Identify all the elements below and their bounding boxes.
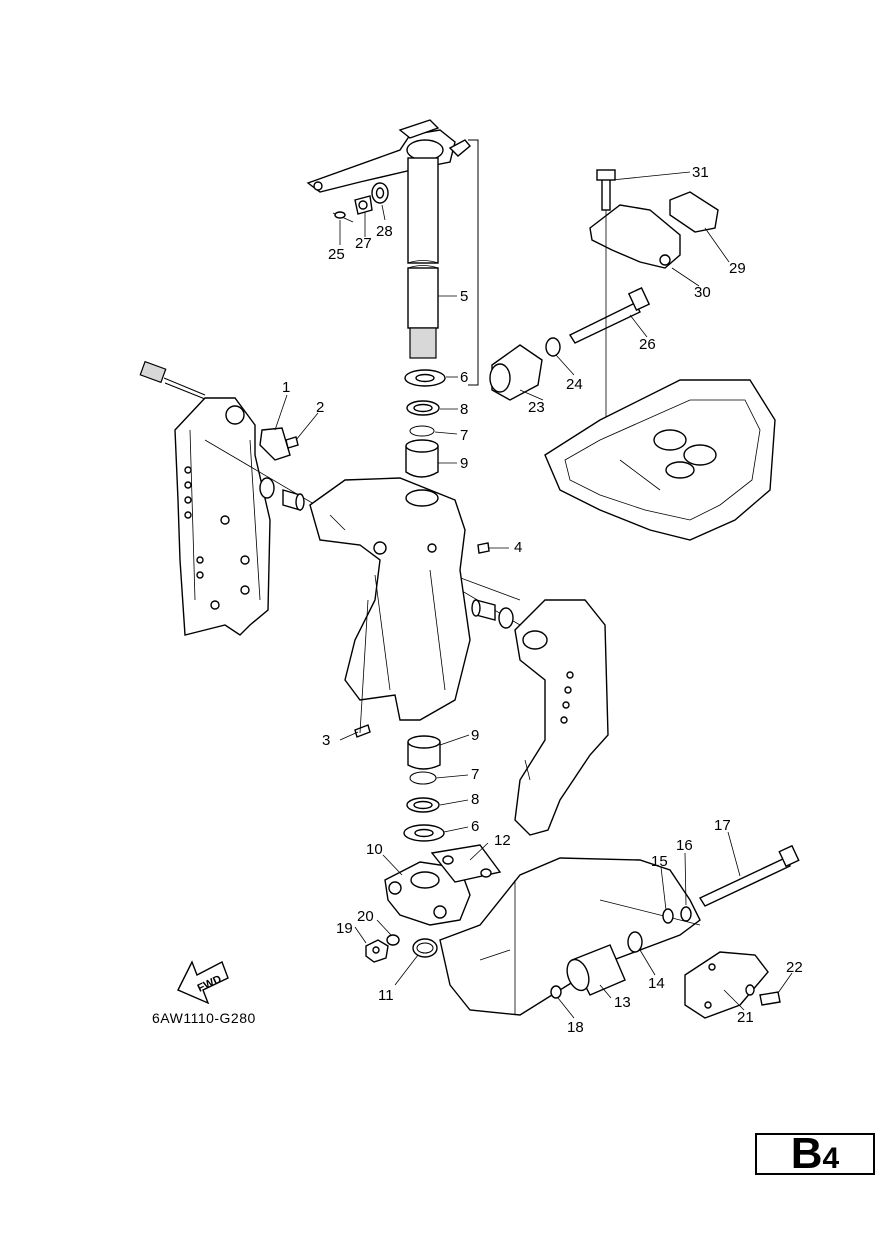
lower-mount-bracket <box>384 844 502 926</box>
nuts-lower-left <box>365 934 438 963</box>
callout-7b: 7 <box>471 766 479 783</box>
callout-2: 2 <box>316 399 324 416</box>
fwd-arrow: FWD <box>177 960 229 1005</box>
callout-11: 11 <box>378 987 394 1004</box>
callout-16: 16 <box>676 837 693 854</box>
callout-17: 17 <box>714 817 731 834</box>
figure-code: 6AW1110-G280 <box>152 1010 256 1026</box>
callout-5: 5 <box>460 288 468 305</box>
callout-26: 26 <box>639 336 656 353</box>
callout-23: 23 <box>528 399 545 416</box>
page-badge: B 4 <box>755 1129 875 1178</box>
callout-numbers: 1 2 3 4 5 6 7 8 9 6 7 8 9 10 11 12 13 14… <box>282 164 803 1036</box>
right-clamp-bracket <box>514 599 609 836</box>
bolt-17 <box>662 844 800 924</box>
leader-lines <box>274 171 793 1019</box>
trim-sensor-cable <box>139 360 291 461</box>
left-clamp-bracket <box>174 397 271 636</box>
callout-10: 10 <box>366 841 383 858</box>
page-badge-number: 4 <box>822 1142 840 1175</box>
callout-8b: 8 <box>471 791 479 808</box>
lower-mount-rubber <box>550 899 701 999</box>
callout-4: 4 <box>514 539 522 556</box>
callout-9b: 9 <box>471 727 479 744</box>
callout-9: 9 <box>460 455 468 472</box>
callout-29: 29 <box>729 260 746 277</box>
swivel-bracket <box>309 477 471 721</box>
callout-1: 1 <box>282 379 290 396</box>
callout-21: 21 <box>737 1009 754 1026</box>
callout-3: 3 <box>322 732 330 749</box>
cover-21 <box>684 951 781 1019</box>
callout-18: 18 <box>567 1019 584 1036</box>
steering-shaft <box>407 157 439 359</box>
callout-14: 14 <box>648 975 665 992</box>
upper-mount-rubber <box>489 286 651 401</box>
small-parts-top-left <box>332 182 389 223</box>
callout-15: 15 <box>651 853 668 870</box>
callout-24: 24 <box>566 376 583 393</box>
callout-25: 25 <box>328 246 345 263</box>
upper-mount-cover <box>589 169 719 490</box>
bushings-right <box>471 599 514 629</box>
callout-12: 12 <box>494 832 511 849</box>
callout-6b: 6 <box>471 818 479 835</box>
callout-8: 8 <box>460 401 468 418</box>
bolts-small <box>285 436 490 738</box>
washer-stack-lower <box>403 735 445 842</box>
page-badge-letter: B <box>790 1129 823 1178</box>
callout-13: 13 <box>614 994 631 1011</box>
steering-arm <box>306 119 471 193</box>
callout-6: 6 <box>460 369 468 386</box>
washer-stack-upper <box>404 369 446 478</box>
callout-7: 7 <box>460 427 468 444</box>
lower-casing <box>439 857 701 1016</box>
bushings-left <box>259 477 305 511</box>
callout-19: 19 <box>336 920 353 937</box>
callout-22: 22 <box>786 959 803 976</box>
callout-20: 20 <box>357 908 374 925</box>
callout-30: 30 <box>694 284 711 301</box>
callout-27: 27 <box>355 235 372 252</box>
callout-28: 28 <box>376 223 393 240</box>
exhaust-guide <box>544 379 776 541</box>
callout-31: 31 <box>692 164 709 181</box>
